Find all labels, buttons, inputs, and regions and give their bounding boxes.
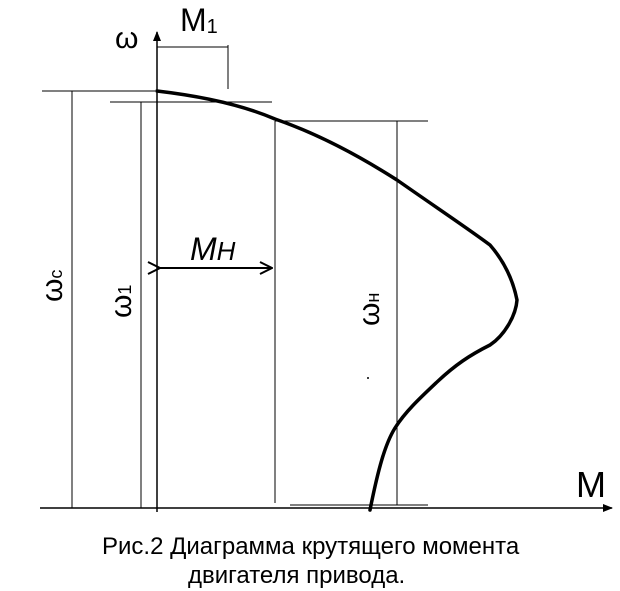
caption-line-2: двигателя привода. [188, 562, 405, 589]
m1-label: M1 [180, 2, 218, 38]
caption-line-1: Рис.2 Диаграмма крутящего момента [102, 533, 520, 560]
omega-1-label: ω1 [105, 285, 138, 318]
mn-label: MН [190, 231, 236, 267]
axis-y-label: ω [115, 22, 138, 55]
omega-n-label: ωн [353, 293, 386, 326]
omega-c-label: ωс [36, 270, 69, 302]
torque-curve [155, 89, 519, 512]
axis-x-label: M [576, 464, 606, 505]
dot-marker [367, 377, 369, 379]
